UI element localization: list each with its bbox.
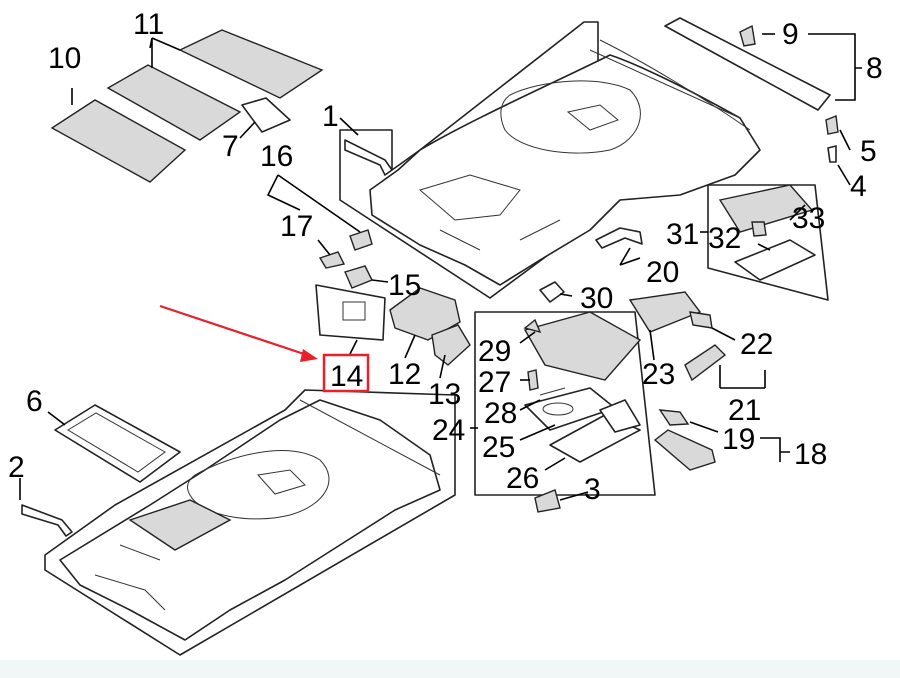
callout-22: 22 (740, 328, 773, 361)
assist-handle-rear (21, 504, 73, 537)
callout-18: 18 (794, 438, 827, 471)
callout-13: 13 (428, 378, 461, 411)
footer-band (0, 660, 900, 678)
callout-3: 3 (584, 473, 601, 506)
callout-6: 6 (26, 385, 43, 418)
callout-24: 24 (432, 414, 465, 447)
trim-panel (664, 17, 831, 111)
callout-15: 15 (388, 269, 421, 302)
leader-lines (19, 33, 862, 501)
assist-handle-front (344, 139, 393, 176)
callout-9: 9 (782, 18, 799, 51)
callout-25: 25 (482, 431, 515, 464)
callout-10: 10 (48, 42, 81, 75)
callout-30: 30 (580, 282, 613, 315)
callout-11: 11 (133, 8, 164, 41)
callout-21: 21 (728, 394, 761, 427)
callout-16: 16 (260, 140, 293, 173)
callout-7: 7 (222, 130, 239, 163)
insulator-pads (50, 29, 324, 183)
callout-labels: 1 2 3 4 5 6 7 8 9 10 11 12 13 14 15 16 1… (8, 8, 883, 506)
callout-4: 4 (850, 170, 867, 203)
callout-17: 17 (280, 210, 313, 243)
callout-14: 14 (330, 360, 363, 393)
highlight-arrow (159, 304, 318, 362)
callout-23: 23 (642, 358, 675, 391)
callout-20: 20 (646, 256, 679, 289)
visor-cluster (315, 229, 471, 366)
parts-diagram: 1 2 3 4 5 6 7 8 9 10 11 12 13 14 15 16 1… (8, 8, 883, 656)
callout-31: 31 (666, 218, 699, 251)
overhead-console-group (474, 311, 656, 496)
callout-27: 27 (478, 366, 511, 399)
callout-32: 32 (708, 222, 741, 255)
highlight-box (322, 353, 370, 393)
callout-5: 5 (860, 135, 877, 168)
headliner-lower-group (44, 389, 456, 656)
callout-28: 28 (484, 397, 517, 430)
callout-1: 1 (322, 100, 339, 133)
callout-33: 33 (792, 202, 825, 235)
callout-8: 8 (866, 52, 883, 85)
callout-26: 26 (506, 462, 539, 495)
callout-19: 19 (722, 423, 755, 456)
sun-visor (315, 284, 386, 341)
callout-2: 2 (8, 451, 25, 484)
sunroof-seal (54, 404, 181, 483)
headliner-upper-group (339, 21, 761, 299)
callout-12: 12 (388, 358, 421, 391)
right-parts (534, 24, 839, 513)
callout-29: 29 (478, 335, 511, 368)
